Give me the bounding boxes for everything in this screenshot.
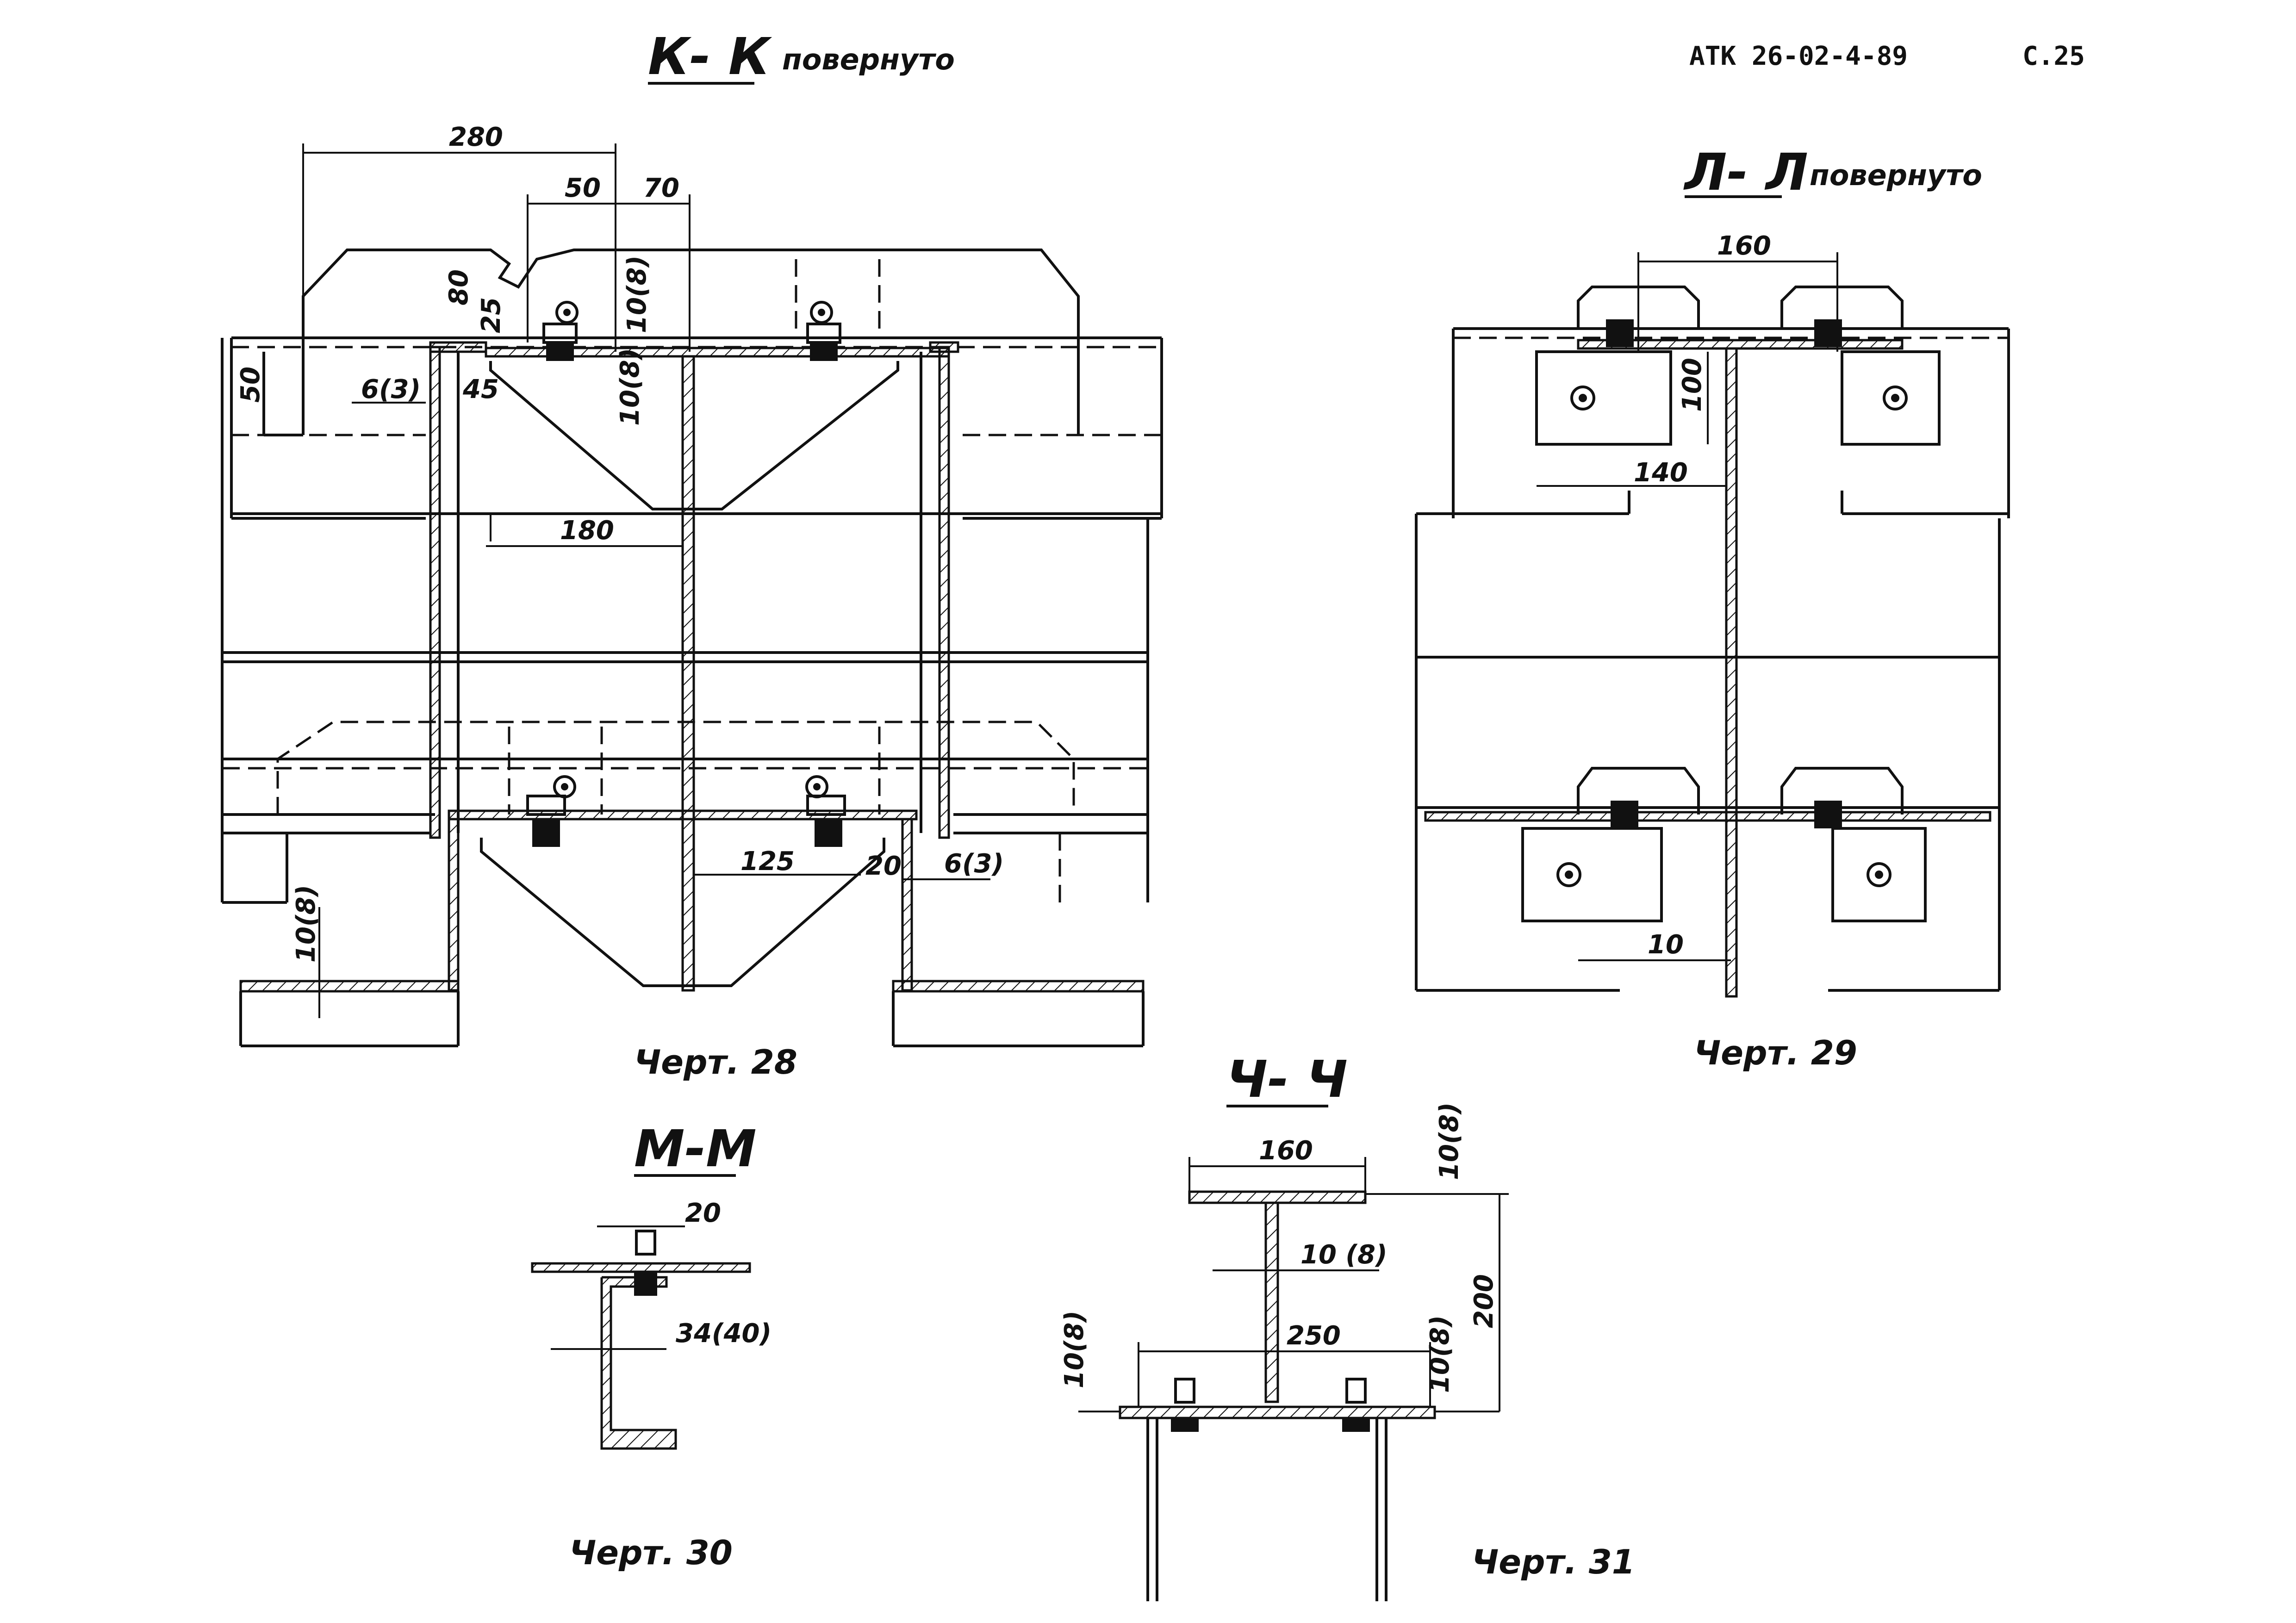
ll-note: повернуто: [1810, 158, 1982, 192]
ll-caption: Черт. 29: [1694, 1033, 1857, 1072]
ll-bolt-1: [1570, 386, 1595, 410]
ll-clamp-bottom-right: [1780, 767, 1904, 815]
dim-125: 125: [740, 846, 795, 877]
kk-bolt-bottom-right: [805, 775, 846, 847]
ll-nut-bottom-left: [1611, 801, 1638, 828]
dim-10-8-mid: 10(8): [615, 348, 645, 426]
ll-plate-top-left: [1535, 350, 1672, 446]
page-number: С.25: [2022, 41, 2085, 71]
chch-web: [1264, 1201, 1279, 1403]
dim-20-mm: 20: [685, 1198, 721, 1228]
kk-base-flange-left: [239, 980, 460, 993]
view-mm: М-М 20 34(40) Черт. 30: [531, 1119, 772, 1572]
kk-top-plate: [302, 249, 1080, 435]
dim-140: 140: [1634, 458, 1688, 488]
doc-code: АТК 26-02-4-89: [1689, 41, 1908, 71]
kk-bolt-bottom-left: [526, 775, 576, 847]
dim-10-8-left-ch: 10(8): [1059, 1311, 1089, 1388]
ll-web: [1725, 347, 1738, 998]
ll-plate-top-right: [1841, 350, 1941, 446]
dim-70: 70: [643, 173, 679, 203]
chch-nut-left: [1171, 1418, 1199, 1432]
kk-bolt-top-left: [542, 301, 579, 361]
chch-base-plate: [1119, 1405, 1436, 1419]
dim-34-40: 34(40): [676, 1318, 772, 1349]
mm-plate: [531, 1262, 751, 1273]
view-kk: К- К повернуто 280 50 70 80 25 10(8) 50 …: [221, 27, 1163, 1082]
dim-45: 45: [462, 374, 499, 404]
mm-caption: Черт. 30: [569, 1533, 733, 1572]
dim-80: 80: [444, 269, 474, 305]
dim-50-left: 50: [236, 367, 266, 403]
kk-center-web: [681, 355, 695, 992]
dim-180: 180: [560, 516, 614, 546]
chch-bolt-right: [1345, 1378, 1367, 1404]
ll-clamp-bottom-left: [1577, 767, 1700, 815]
kk-right-web: [938, 346, 950, 839]
chch-bolt-left: [1174, 1378, 1195, 1404]
dim-200: 200: [1469, 1274, 1499, 1328]
dim-20: 20: [865, 851, 902, 881]
ll-plate-bottom-right: [1831, 827, 1927, 922]
ll-bottom-flange: [1424, 811, 1991, 822]
mm-angle: [600, 1276, 677, 1450]
dim-10: 10: [1648, 930, 1684, 960]
ll-nut-top-left: [1606, 319, 1634, 347]
mm-title: М-М: [634, 1119, 757, 1178]
kk-bottom-flange: [448, 809, 918, 821]
ll-bolt-3: [1556, 862, 1581, 887]
kk-lower-left-web: [448, 818, 460, 992]
ll-bolt-4: [1867, 862, 1892, 887]
ll-clamp-top-right: [1780, 286, 1904, 329]
kk-left-web: [429, 346, 441, 839]
kk-upper-gusset: [489, 361, 899, 510]
ll-nut-bottom-right: [1814, 801, 1842, 828]
kk-title: К- К: [648, 27, 772, 86]
dim-10-8-web: 10 (8): [1300, 1240, 1388, 1270]
chch-title: Ч- Ч: [1226, 1050, 1348, 1109]
kk-lower-gusset: [480, 838, 885, 987]
ll-nut-top-right: [1814, 319, 1842, 347]
ll-clamp-top-left: [1577, 286, 1700, 329]
kk-lower-right-web: [901, 818, 913, 992]
kk-note: повернуто: [782, 43, 955, 76]
ll-title: Л- Л: [1683, 143, 1808, 202]
dim-160-ch: 160: [1259, 1136, 1313, 1166]
kk-lower-plate: [276, 721, 1075, 815]
dim-10-8-top-ch: 10(8): [1434, 1102, 1464, 1180]
ll-bolt-2: [1883, 386, 1908, 410]
view-ll: Л- Л повернуто 160 100 140: [1415, 143, 2010, 1072]
kk-bolt-top-right: [806, 301, 841, 361]
dim-50: 50: [565, 173, 601, 203]
dim-10-8-bottom: 10(8): [291, 885, 321, 963]
chch-nut-right: [1342, 1418, 1370, 1432]
dim-250: 250: [1287, 1321, 1341, 1351]
dim-100: 100: [1677, 358, 1707, 412]
kk-caption: Черт. 28: [634, 1043, 797, 1082]
dim-25: 25: [476, 297, 506, 333]
chch-top-flange: [1188, 1190, 1367, 1204]
chch-caption: Черт. 31: [1472, 1542, 1635, 1581]
dim-10-8-right-ch: 10(8): [1425, 1315, 1455, 1393]
kk-base-flange-right: [892, 980, 1145, 993]
dim-6-3-left: 6(3): [361, 374, 421, 404]
dim-160-ll: 160: [1717, 231, 1771, 261]
dim-280: 280: [449, 122, 503, 152]
mm-bolt-head: [635, 1230, 656, 1256]
ll-plate-bottom-left: [1521, 827, 1663, 922]
dim-10-8-top: 10(8): [622, 255, 652, 333]
view-chch: Ч- Ч 160 10(8) 10 (8) 200 250 10(8) 10(8…: [1059, 1050, 1635, 1601]
dim-6-3-right: 6(3): [944, 849, 1004, 879]
